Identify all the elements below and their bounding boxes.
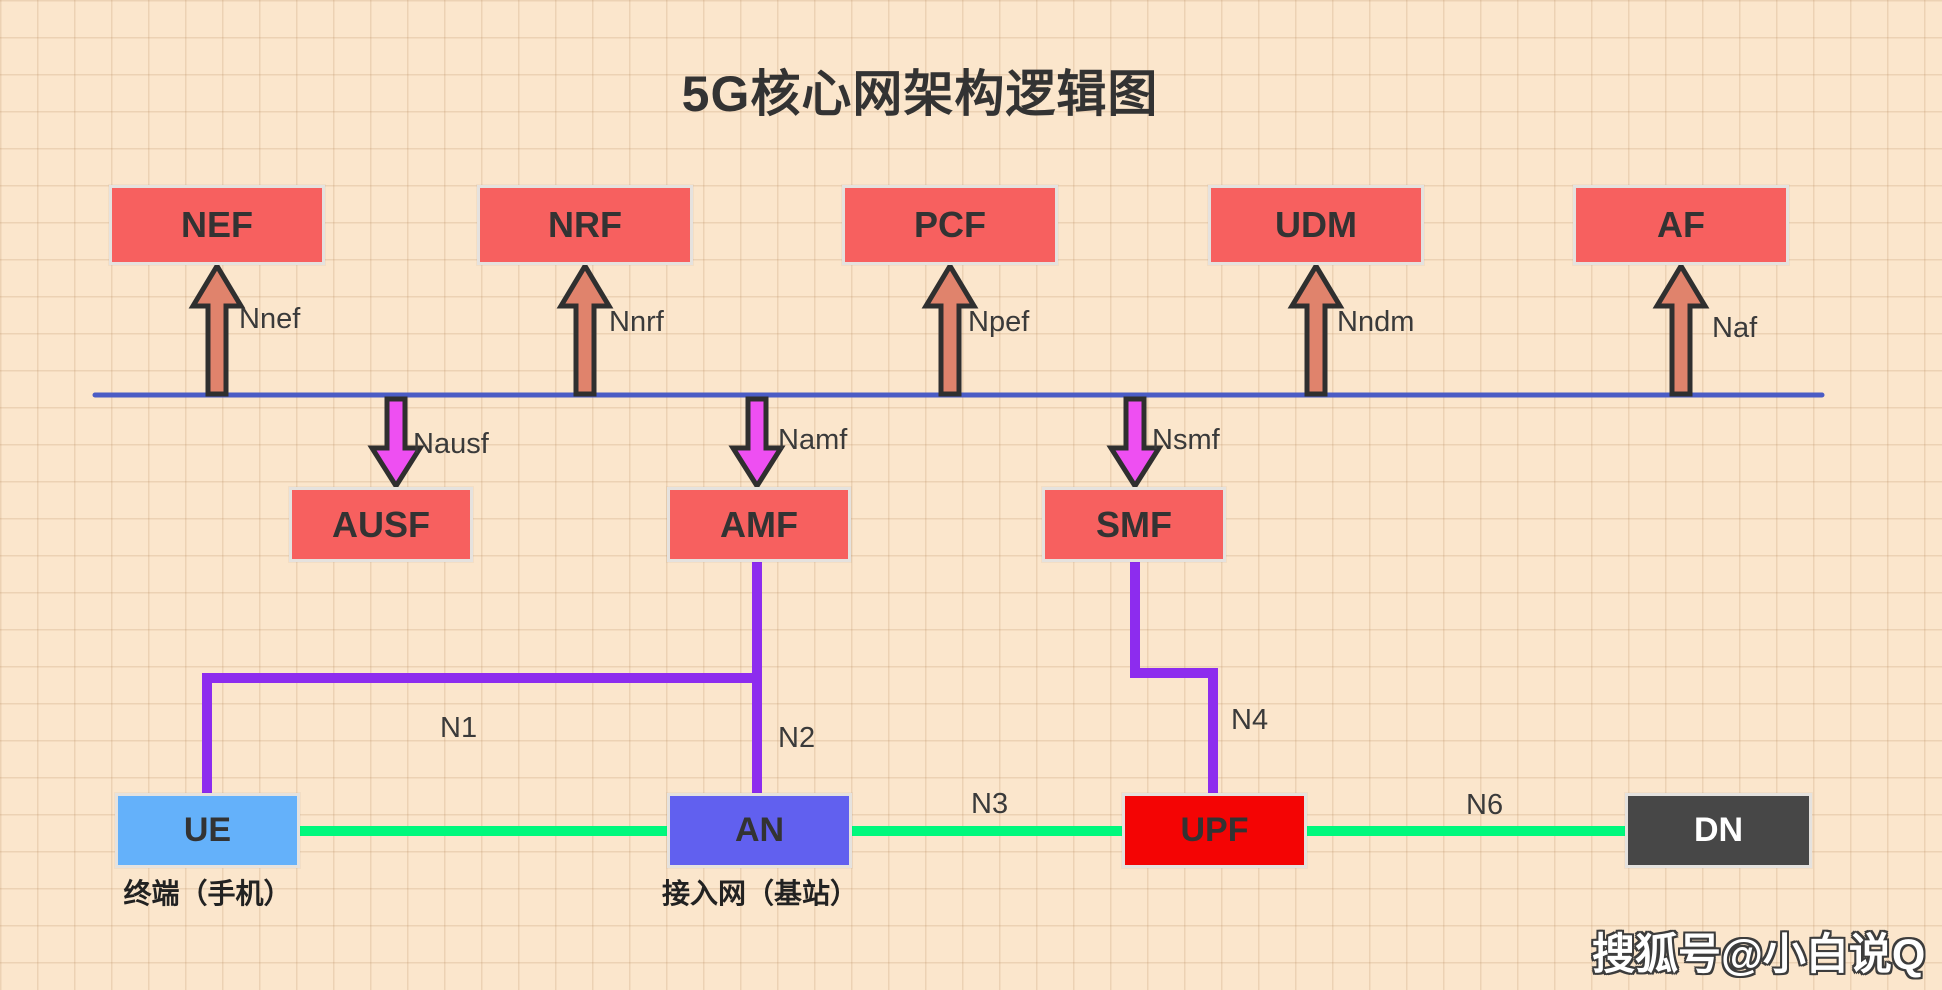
ref-label-n1: N1 (440, 712, 478, 744)
interface-label-namf: Namf (778, 424, 848, 456)
down-arrow-amf-icon (728, 396, 786, 491)
node-smf: SMF (1042, 487, 1226, 562)
interface-label-nausf: Nausf (413, 428, 489, 460)
node-amf: AMF (667, 487, 851, 562)
down-arrow-ausf-icon (367, 396, 425, 491)
node-upf: UPF (1122, 793, 1307, 868)
node-af: AF (1573, 185, 1789, 265)
interface-label-nsmf: Nsmf (1152, 424, 1220, 456)
node-an: AN (667, 793, 852, 868)
node-nef: NEF (109, 185, 325, 265)
up-arrow-pcf-icon (921, 261, 979, 397)
interface-label-nnef: Nnef (239, 303, 301, 335)
ref-label-n2: N2 (778, 722, 816, 754)
interface-label-nnrf: Nnrf (609, 306, 664, 338)
interface-label-npef: Npef (968, 306, 1030, 338)
up-arrow-udm-icon (1287, 261, 1345, 397)
interface-label-naf: Naf (1712, 312, 1758, 344)
watermark: 搜狐号@小白说Q (1592, 931, 1926, 979)
down-arrow-smf-icon (1106, 396, 1164, 491)
n4-line (1130, 562, 1218, 795)
node-ausf: AUSF (289, 487, 473, 562)
caption-an: 接入网（基站） (662, 878, 859, 909)
up-arrow-nrf-icon (556, 261, 614, 397)
interface-label-nndm: Nndm (1337, 306, 1415, 338)
node-ue: UE (115, 793, 300, 868)
up-arrow-af-icon (1652, 261, 1710, 397)
ref-label-n6: N6 (1466, 789, 1504, 821)
caption-ue: 终端（手机） (123, 878, 292, 909)
ref-label-n3: N3 (971, 788, 1009, 820)
n1-line (202, 673, 762, 793)
diagram-title: 5G核心网架构逻辑图 (681, 66, 1159, 122)
node-nrf: NRF (477, 185, 693, 265)
node-dn: DN (1625, 793, 1812, 868)
up-arrow-nef-icon (188, 261, 246, 397)
ref-label-n4: N4 (1231, 704, 1269, 736)
node-pcf: PCF (842, 185, 1058, 265)
node-udm: UDM (1208, 185, 1424, 265)
